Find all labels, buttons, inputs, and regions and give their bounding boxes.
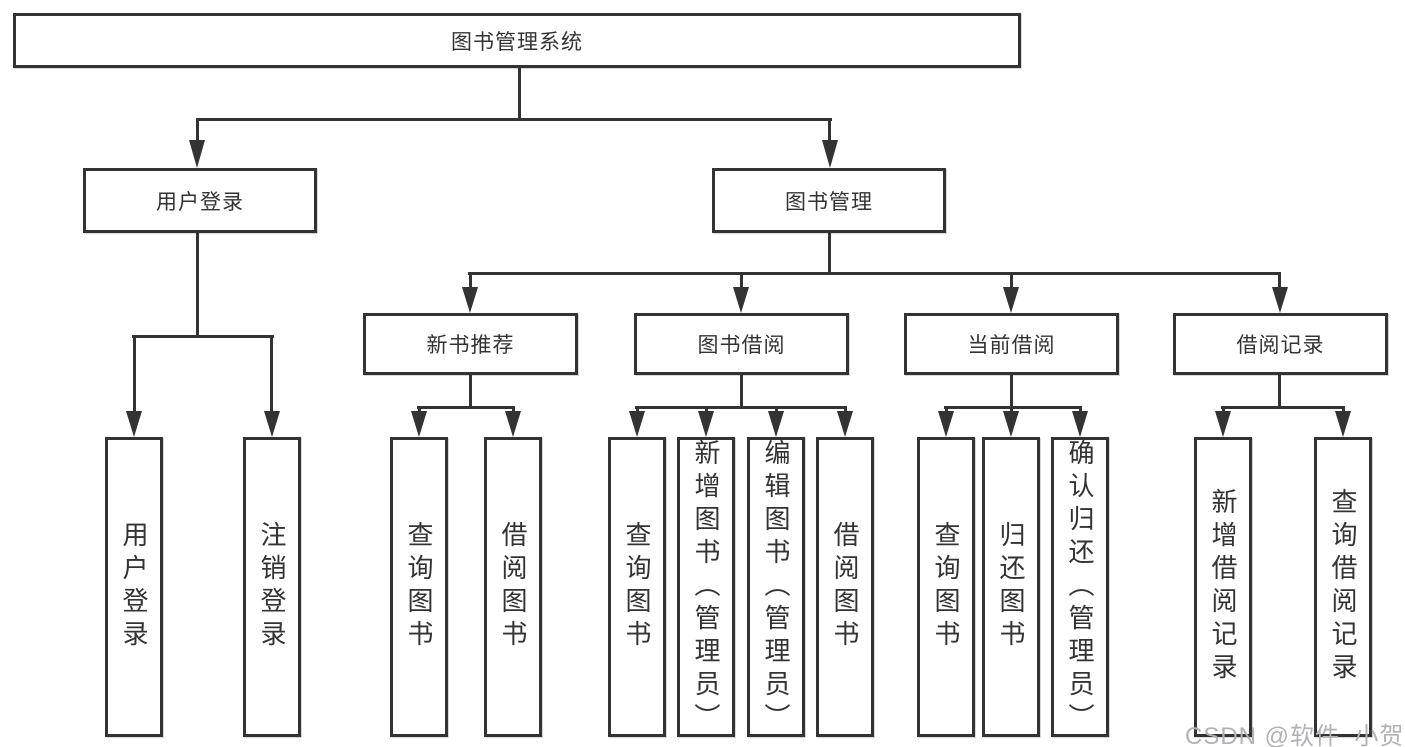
leaf-add-borrow-record: 新增借阅记录 — [1194, 437, 1252, 737]
leaf-borrow-books-a-label: 借阅图书 — [498, 521, 528, 653]
connector-line — [705, 406, 708, 414]
node-borrow-record: 借阅记录 — [1173, 313, 1388, 375]
connector-line — [512, 406, 515, 414]
connector-line — [418, 406, 421, 414]
leaf-borrow-books-b: 借阅图书 — [816, 437, 874, 737]
connector-line — [944, 406, 1082, 409]
node-current-borrow: 当前借阅 — [904, 313, 1119, 375]
leaf-logout-label: 注销登录 — [257, 521, 287, 653]
connector-line — [132, 335, 274, 338]
connector-line — [775, 406, 778, 414]
node-user-login-label: 用户登录 — [156, 190, 244, 214]
arrow-down-icon — [505, 411, 521, 437]
node-root-label: 图书管理系统 — [451, 30, 583, 54]
arrow-down-icon — [1003, 411, 1019, 437]
arrow-down-icon — [462, 287, 478, 313]
connector-line — [1278, 375, 1281, 406]
arrow-down-icon — [629, 411, 645, 437]
leaf-edit-book-admin: 编辑图书（管理员） — [747, 437, 805, 737]
connector-line — [1221, 406, 1345, 409]
arrow-down-icon — [733, 287, 749, 313]
leaf-logout: 注销登录 — [243, 437, 301, 737]
leaf-return-books: 归还图书 — [982, 437, 1040, 737]
leaf-user-login-label: 用户登录 — [119, 521, 149, 653]
node-new-book-recommend-label: 新书推荐 — [426, 334, 515, 357]
connector-line — [828, 118, 831, 142]
arrow-down-icon — [698, 411, 714, 437]
arrow-down-icon — [126, 411, 142, 437]
connector-line — [828, 233, 831, 272]
leaf-add-book-admin: 新增图书（管理员） — [677, 437, 735, 737]
connector-line — [1278, 272, 1281, 292]
leaf-user-login: 用户登录 — [105, 437, 163, 737]
connector-line — [1010, 272, 1013, 292]
connector-line — [636, 406, 639, 414]
connector-line — [945, 406, 948, 414]
node-root: 图书管理系统 — [13, 13, 1021, 68]
connector-line — [1010, 375, 1013, 406]
connector-line — [469, 375, 472, 406]
leaf-confirm-return-admin-label: 确认归还（管理员） — [1065, 438, 1095, 736]
node-current-borrow-label: 当前借阅 — [967, 334, 1056, 357]
arrow-down-icon — [1272, 287, 1288, 313]
leaf-query-borrow-record-label: 查询借阅记录 — [1328, 488, 1358, 686]
arrow-down-icon — [1072, 411, 1088, 437]
node-book-management: 图书管理 — [712, 168, 946, 233]
arrow-down-icon — [1215, 411, 1231, 437]
connector-line — [468, 272, 1281, 275]
leaf-query-books-c-label: 查询图书 — [931, 521, 961, 653]
leaf-confirm-return-admin: 确认归还（管理员） — [1051, 437, 1109, 737]
connector-line — [196, 118, 199, 142]
node-book-management-label: 图书管理 — [785, 190, 873, 214]
arrow-down-icon — [938, 411, 954, 437]
leaf-query-books-b: 查询图书 — [608, 437, 666, 737]
connector-line — [635, 406, 847, 409]
leaf-query-books-c: 查询图书 — [917, 437, 975, 737]
node-user-login: 用户登录 — [83, 168, 317, 233]
arrow-down-icon — [1003, 287, 1019, 313]
leaf-borrow-books-b-label: 借阅图书 — [830, 521, 860, 653]
arrow-down-icon — [264, 411, 280, 437]
leaf-query-books-a-label: 查询图书 — [404, 521, 434, 653]
connector-line — [417, 406, 515, 409]
node-new-book-recommend: 新书推荐 — [363, 313, 578, 375]
arrow-down-icon — [768, 411, 784, 437]
arrow-down-icon — [1335, 411, 1351, 437]
node-borrow-record-label: 借阅记录 — [1236, 334, 1325, 357]
arrow-down-icon — [822, 140, 838, 168]
leaf-return-books-label: 归还图书 — [996, 521, 1026, 653]
connector-line — [1222, 406, 1225, 414]
leaf-add-borrow-record-label: 新增借阅记录 — [1208, 488, 1238, 686]
connector-line — [740, 272, 743, 292]
connector-line — [1079, 406, 1082, 414]
connector-line — [1010, 406, 1013, 414]
node-book-borrow: 图书借阅 — [634, 313, 849, 375]
leaf-query-books-a: 查询图书 — [390, 437, 448, 737]
leaf-edit-book-admin-label: 编辑图书（管理员） — [761, 438, 791, 736]
leaf-add-book-admin-label: 新增图书（管理员） — [691, 438, 721, 736]
arrow-down-icon — [837, 411, 853, 437]
arrow-down-icon — [411, 411, 427, 437]
node-book-borrow-label: 图书借阅 — [697, 334, 786, 357]
connector-line — [133, 335, 136, 413]
connector-line — [196, 118, 832, 121]
connector-line — [518, 68, 521, 118]
arrow-down-icon — [189, 140, 205, 168]
connector-line — [469, 272, 472, 292]
leaf-query-borrow-record: 查询借阅记录 — [1314, 437, 1372, 737]
leaf-query-books-b-label: 查询图书 — [622, 521, 652, 653]
connector-line — [1342, 406, 1345, 414]
connector-line — [740, 375, 743, 406]
connector-line — [196, 233, 199, 335]
leaf-borrow-books-a: 借阅图书 — [484, 437, 542, 737]
watermark-text: CSDN @软件_小贺同学 — [1185, 723, 1405, 747]
connector-line — [270, 335, 273, 413]
connector-line — [844, 406, 847, 414]
